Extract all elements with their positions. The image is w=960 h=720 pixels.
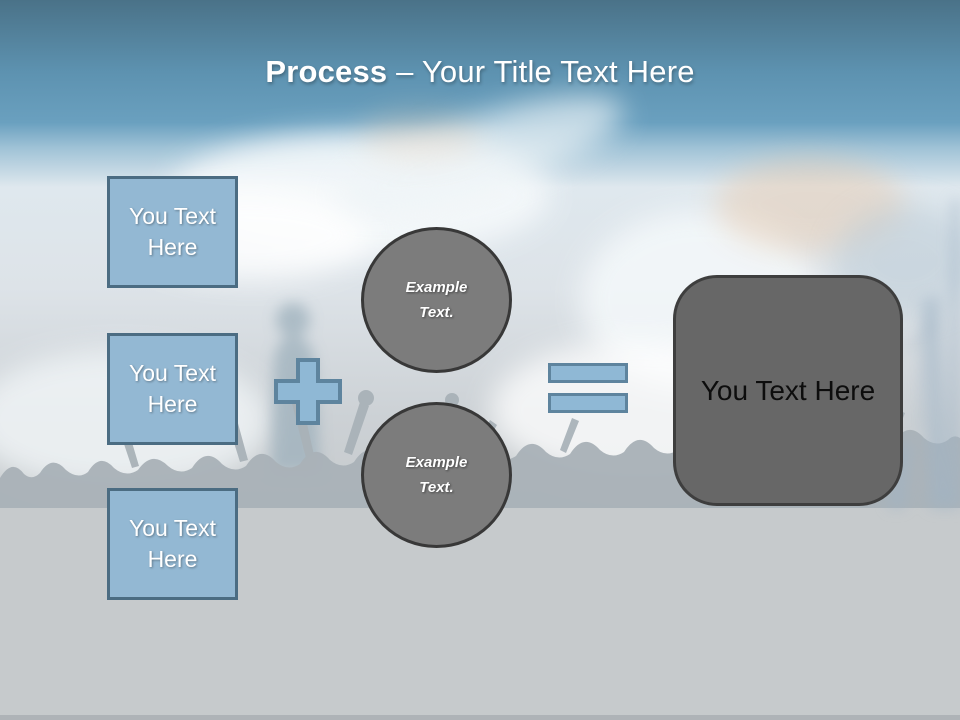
process-circle-2[interactable]: Example Text. <box>361 402 512 548</box>
input-box-3-label: You Text Here <box>129 514 216 572</box>
equals-bar-top <box>548 363 628 383</box>
input-box-2-label: You Text Here <box>129 359 216 417</box>
input-box-3[interactable]: You Text Here <box>107 488 238 600</box>
result-box-label: You Text Here <box>700 374 876 406</box>
slide-title: Process – Your Title Text Here <box>0 54 960 90</box>
process-circle-2-label: Example Text. <box>405 453 468 497</box>
slide-title-keyword: Process <box>265 54 388 89</box>
equals-bar-bottom <box>548 393 628 413</box>
process-circle-1[interactable]: Example Text. <box>361 227 512 373</box>
plus-icon <box>272 355 344 427</box>
equals-icon <box>548 363 628 413</box>
input-box-2[interactable]: You Text Here <box>107 333 238 445</box>
slide-title-rest: – Your Title Text Here <box>387 54 695 89</box>
process-circle-1-label: Example Text. <box>405 278 468 322</box>
input-box-1[interactable]: You Text Here <box>107 176 238 288</box>
result-box[interactable]: You Text Here <box>673 275 903 506</box>
input-box-1-label: You Text Here <box>129 202 216 260</box>
